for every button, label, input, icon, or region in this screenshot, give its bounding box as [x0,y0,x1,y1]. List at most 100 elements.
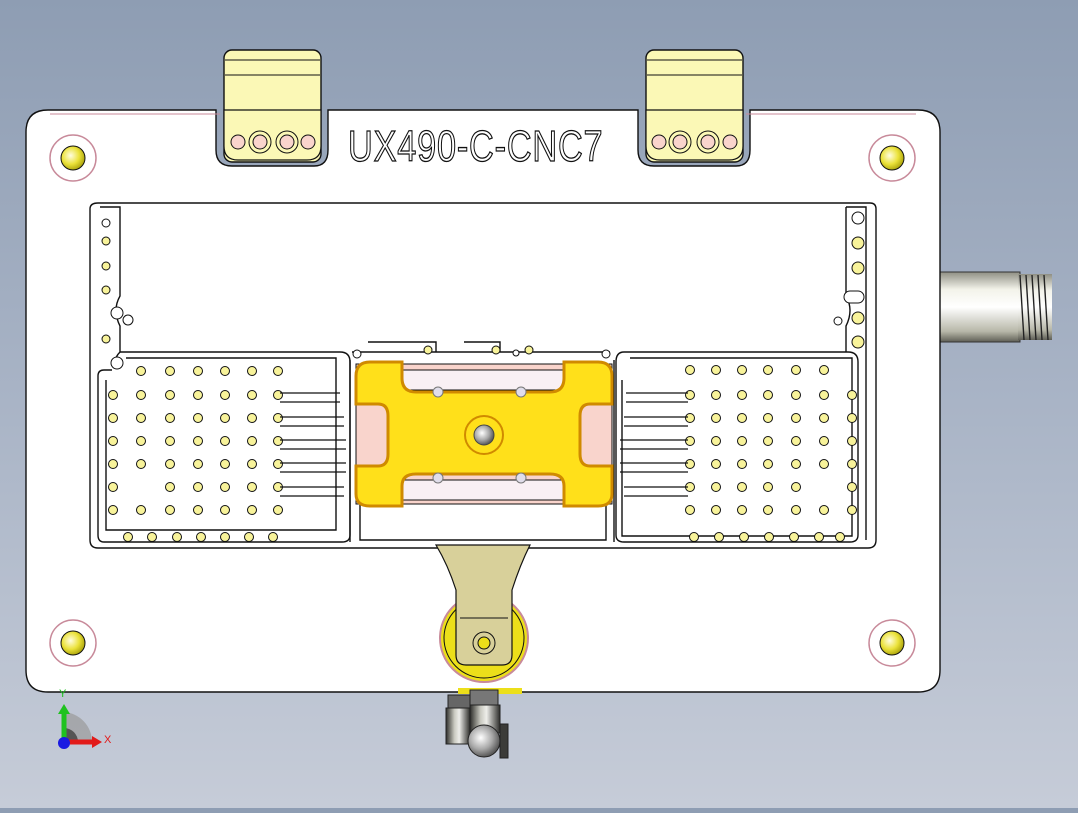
pin-icon [268,532,278,542]
pin-icon [791,482,801,492]
pin-icon [737,413,747,423]
pin-icon [685,413,695,423]
triad-x-label: X [104,734,112,746]
pin-icon [220,532,230,542]
pin-icon [847,505,857,515]
pin-icon [819,436,829,446]
pin-icon [247,459,257,469]
pin-icon [108,459,118,469]
pin-icon [136,413,146,423]
pin-icon [814,532,824,542]
pin-icon [220,459,230,469]
pin-icon [714,532,724,542]
pin-icon [819,505,829,515]
pin-icon [247,482,257,492]
pin-icon [108,482,118,492]
pin-icon [819,365,829,375]
pin-icon [165,459,175,469]
pin-icon [789,532,799,542]
pin-icon [737,482,747,492]
pin-icon [737,365,747,375]
pin-icon [273,505,283,515]
main-pocket [89,202,877,549]
pin-icon [685,365,695,375]
pin-icon [764,532,774,542]
pin-icon [193,366,203,376]
pin-icon [220,436,230,446]
top-center-pins [352,345,611,359]
pin-icon [685,505,695,515]
bolt-icon [868,619,916,667]
pin-icon [136,436,146,446]
pin-icon [847,436,857,446]
pin-icon [193,505,203,515]
pin-icon [711,390,721,400]
pin-icon [196,532,206,542]
right-tab-face [645,109,744,161]
pin-icon [165,482,175,492]
pin-icon [108,436,118,446]
pin-icon [247,413,257,423]
pin-icon [737,459,747,469]
right-pin-grid [685,365,857,542]
pin-icon [791,365,801,375]
pin-icon [791,413,801,423]
pin-icon [193,390,203,400]
coordinate-triad [58,704,102,749]
pin-icon [273,436,283,446]
bolt-icon [49,134,97,182]
pin-icon [711,459,721,469]
pin-icon [763,365,773,375]
pin-icon [193,482,203,492]
pin-icon [835,532,845,542]
pin-icon [136,505,146,515]
pin-icon [220,390,230,400]
pin-icon [791,390,801,400]
pin-icon [147,532,157,542]
pin-icon [847,413,857,423]
bolt-icon [868,134,916,182]
pin-icon [819,413,829,423]
pin-icon [711,365,721,375]
right-slots [620,392,688,497]
pin-icon [763,390,773,400]
pin-icon [193,459,203,469]
pin-icon [685,436,695,446]
pin-icon [737,505,747,515]
pin-icon [220,482,230,492]
pin-icon [711,505,721,515]
pin-icon [847,482,857,492]
pin-icon [108,390,118,400]
pin-icon [685,459,695,469]
pin-icon [247,390,257,400]
pin-icon [108,413,118,423]
pin-icon [220,366,230,376]
pin-icon [819,459,829,469]
center-clamp[interactable] [354,360,614,508]
pin-icon [247,505,257,515]
pin-icon [685,390,695,400]
cam-lever[interactable] [434,544,531,694]
pin-icon [763,459,773,469]
pin-icon [763,436,773,446]
pin-icon [165,390,175,400]
pin-icon [273,459,283,469]
pin-icon [165,413,175,423]
pin-icon [273,390,283,400]
part-number-label: UX490-C-CNC7 [347,121,604,171]
pin-icon [123,532,133,542]
pin-icon [847,459,857,469]
pin-icon [108,505,118,515]
pin-icon [193,436,203,446]
threaded-shaft[interactable] [939,271,1052,343]
pin-icon [711,436,721,446]
pin-icon [273,366,283,376]
corner-bolts [49,134,916,667]
pin-icon [711,482,721,492]
pin-icon [247,436,257,446]
pin-icon [737,436,747,446]
air-fitting[interactable] [445,689,509,759]
pin-icon [763,413,773,423]
left-tab-face [223,109,322,161]
